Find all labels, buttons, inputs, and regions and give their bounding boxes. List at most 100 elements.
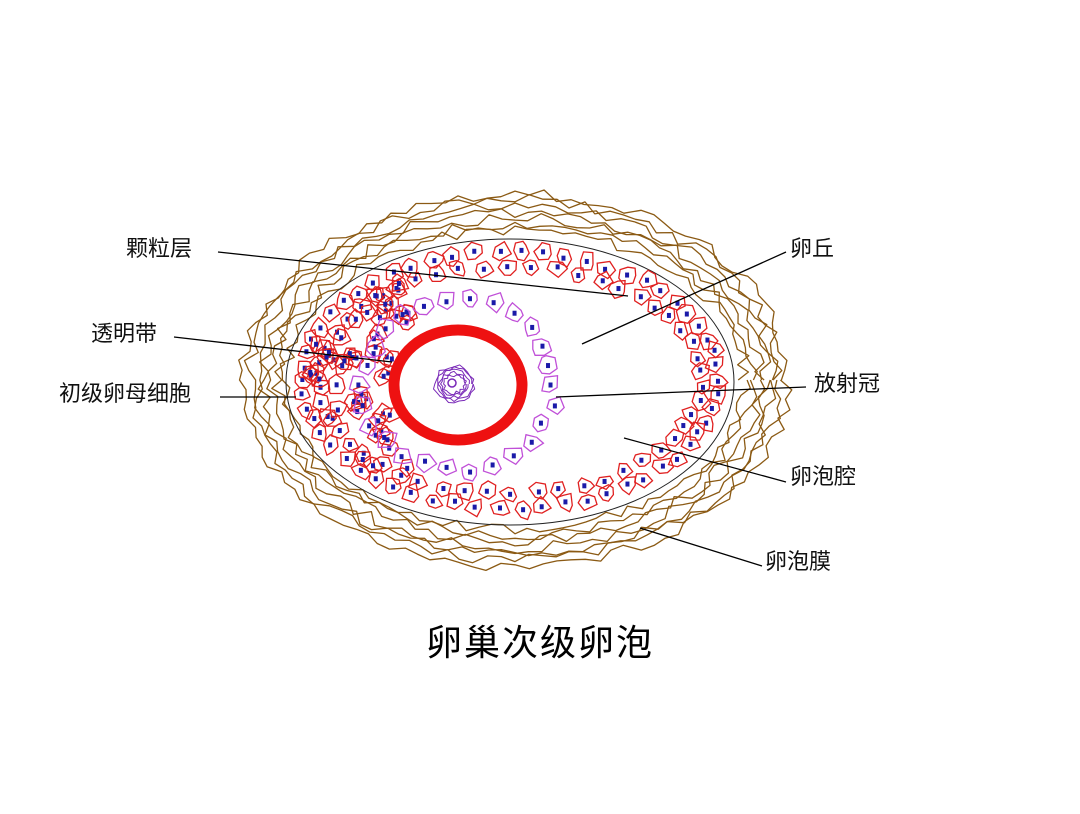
granulosa-cell xyxy=(345,348,363,368)
theca-scribble xyxy=(266,213,766,547)
granulosa-cell-nucleus xyxy=(339,335,344,341)
granulosa-cell xyxy=(690,350,707,368)
nucleus-outline xyxy=(437,366,474,403)
granulosa-cell-nucleus xyxy=(358,467,363,473)
granulosa-cell xyxy=(688,316,708,335)
granulosa-cell xyxy=(301,364,320,383)
granulosa-cell xyxy=(446,492,464,511)
corona-cell xyxy=(485,291,505,314)
granulosa-cell-nucleus xyxy=(371,351,376,357)
corona-cell xyxy=(537,355,558,375)
corona-cell xyxy=(532,338,553,356)
granulosa-cell-nucleus xyxy=(360,456,365,462)
granulosa-cell-nucleus xyxy=(377,315,382,321)
granulosa-cell-nucleus xyxy=(379,428,384,434)
granulosa-cell xyxy=(704,355,724,374)
granulosa-cell-nucleus xyxy=(370,280,375,286)
granulosa-cell-nucleus xyxy=(713,361,718,367)
granulosa-cell xyxy=(701,398,721,417)
granulosa-cell xyxy=(513,240,530,262)
granulosa-cell-nucleus xyxy=(361,450,366,456)
granulosa-cell-nucleus xyxy=(660,463,665,469)
granulosa-cell-nucleus xyxy=(304,406,309,412)
granulosa-cell xyxy=(673,321,689,341)
granulosa-cell-nucleus xyxy=(353,316,358,322)
granulosa-cell-nucleus xyxy=(652,305,657,311)
granulosa-cell-nucleus xyxy=(308,369,313,375)
granulosa-cell xyxy=(441,246,460,268)
corona-cell-nucleus xyxy=(385,437,390,443)
granulosa-cell-nucleus xyxy=(712,347,717,353)
granulosa-cell-nucleus xyxy=(324,354,329,360)
granulosa-cell-nucleus xyxy=(317,376,322,382)
granulosa-cell-nucleus xyxy=(481,266,486,272)
label-antrum: 卵泡腔 xyxy=(790,465,857,490)
granulosa-cell-nucleus xyxy=(638,294,643,300)
granulosa-cell xyxy=(448,259,466,277)
granulosa-cell-nucleus xyxy=(519,247,524,253)
theca-scribble xyxy=(257,208,772,555)
granulosa-cell xyxy=(334,353,354,371)
granulosa-cell-nucleus xyxy=(452,498,457,504)
granulosa-cell-nucleus xyxy=(352,399,357,405)
corona-cell-nucleus xyxy=(530,324,535,330)
granulosa-cell xyxy=(463,241,483,261)
granulosa-cell-nucleus xyxy=(383,308,388,314)
corona-cell xyxy=(358,355,376,376)
granulosa-cell xyxy=(354,450,372,469)
granulosa-cell-nucleus xyxy=(556,486,561,492)
granulosa-cell xyxy=(362,456,383,474)
granulosa-cell xyxy=(428,264,447,283)
granulosa-cell xyxy=(330,422,350,440)
granulosa-cell-nucleus xyxy=(364,396,369,402)
granulosa-cell-nucleus xyxy=(541,249,546,255)
granulosa-cell xyxy=(660,306,676,325)
granulosa-cell-nucleus xyxy=(384,354,389,360)
granulosa-cell xyxy=(342,437,360,453)
granulosa-cell-nucleus xyxy=(342,358,347,364)
granulosa-cell xyxy=(348,285,370,304)
granulosa-cell xyxy=(491,240,513,262)
corona-cell xyxy=(532,413,550,433)
granulosa-cell-nucleus xyxy=(705,337,710,343)
corona-cell-nucleus xyxy=(512,310,517,316)
corona-cell-nucleus xyxy=(548,382,553,388)
corona-cell-nucleus xyxy=(552,403,557,409)
nucleus-outline xyxy=(442,373,466,396)
corona-cell-nucleus xyxy=(540,343,545,349)
granulosa-cell xyxy=(617,462,634,481)
granulosa-cell xyxy=(690,362,711,381)
granulosa-cell-nucleus xyxy=(709,405,714,411)
zona-pellucida-band xyxy=(388,324,528,446)
corona-cell-nucleus xyxy=(529,439,534,445)
granulosa-cell-nucleus xyxy=(314,370,319,376)
granulosa-cell xyxy=(325,324,347,342)
label-primary-oocyte: 初级卵母细胞 xyxy=(59,382,192,407)
granulosa-cell-nucleus xyxy=(521,507,526,513)
granulosa-cell xyxy=(665,428,685,447)
granulosa-cell-nucleus xyxy=(639,457,644,463)
granulosa-cell xyxy=(463,498,483,518)
granulosa-cell-nucleus xyxy=(340,363,345,369)
granulosa-cell xyxy=(649,282,670,300)
granulosa-cell xyxy=(435,481,452,498)
granulosa-cell-nucleus xyxy=(582,483,587,489)
granulosa-cell-nucleus xyxy=(674,456,679,462)
granulosa-cell-nucleus xyxy=(325,414,330,420)
granulosa-cell xyxy=(398,304,417,321)
granulosa-cell xyxy=(684,331,701,351)
granulosa-cell xyxy=(689,421,706,441)
granulosa-cell-nucleus xyxy=(621,467,626,473)
corona-cell-nucleus xyxy=(383,326,388,332)
granulosa-cell-nucleus xyxy=(698,367,703,373)
granulosa-cell-nucleus xyxy=(318,325,323,331)
granulosa-cell-nucleus xyxy=(344,456,349,462)
granulosa-cell xyxy=(607,279,626,300)
granulosa-cell xyxy=(691,389,712,412)
corona-cell-nucleus xyxy=(491,300,496,306)
granulosa-cell xyxy=(710,385,727,405)
granulosa-cell xyxy=(360,303,379,322)
granulosa-cell xyxy=(595,475,615,491)
granulosa-cell xyxy=(593,270,614,291)
